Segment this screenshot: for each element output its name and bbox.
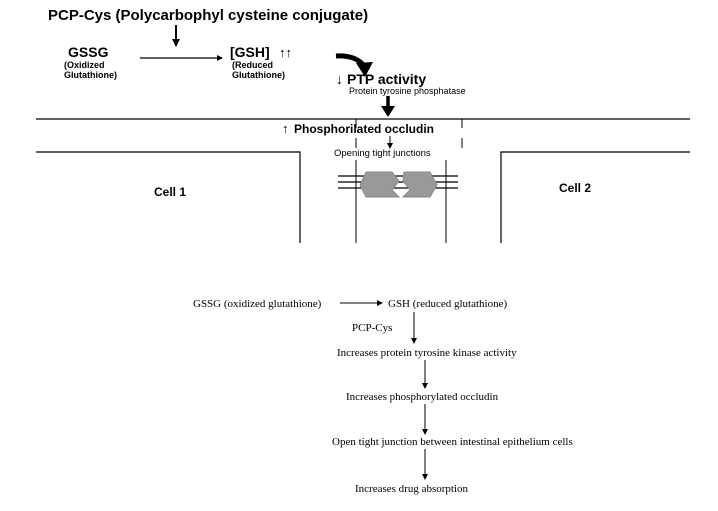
gsh-increase-arrows: ↑↑ [279,45,292,60]
occludin-protein-left [359,171,401,198]
flow-step-3: Open tight junction between intestinal e… [332,436,573,448]
gssg-sub-1: (Oxidized [64,60,105,70]
ptp-activity-label: PTP activity [347,71,426,87]
flow-pcp-label: PCP-Cys [352,322,392,334]
occludin-protein-right [401,171,438,198]
cell-1-label: Cell 1 [154,185,186,199]
occludin-up-arrow: ↑ [282,121,289,136]
ptp-to-occludin-arrowhead [381,106,395,117]
ptp-down-arrow: ↓ [336,71,343,87]
gsh-label: [GSH] [230,44,270,60]
flow-gssg-label: GSSG (oxidized glutathione) [193,298,322,310]
opening-tight-junctions-label: Opening tight junctions [334,148,431,159]
gssg-sub-2: Glutathione) [64,70,117,80]
flow-step-2: Increases phosphorylated occludin [346,391,499,403]
cell-2-label: Cell 2 [559,181,591,195]
cell-1-outline [36,151,301,243]
ptp-subtitle: Protein tyrosine phosphatase [349,86,466,96]
occludin-label: Phosphorilated occludin [294,122,434,136]
diagram-title: PCP-Cys (Polycarbophyl cysteine conjugat… [48,7,368,24]
flow-step-4: Increases drug absorption [355,483,469,495]
gssg-label: GSSG [68,44,109,60]
gsh-sub-1: (Reduced [232,60,273,70]
cell-2-outline [500,151,690,243]
gsh-sub-2: Glutathione) [232,70,285,80]
curved-arrow-head [356,62,373,77]
flow-gsh-label: GSH (reduced glutathione) [388,298,507,310]
flow-step-1: Increases protein tyrosine kinase activi… [337,347,517,359]
